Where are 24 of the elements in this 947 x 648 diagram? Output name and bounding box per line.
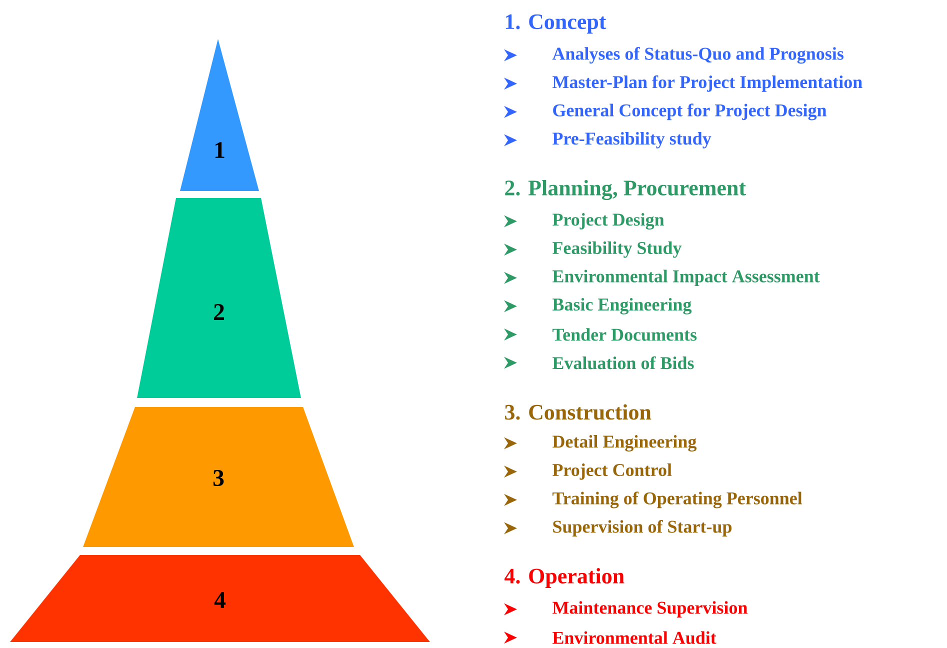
- list-item: Maintenance Supervision: [552, 601, 748, 618]
- list-item: Detail Engineering: [552, 435, 697, 452]
- section-heading: 4. Operation: [504, 568, 624, 588]
- list-item: Feasibility Study: [552, 241, 682, 258]
- list-item: Environmental Audit: [552, 631, 716, 644]
- pyramid-segment: 1: [180, 39, 259, 191]
- list-item: Project Design: [552, 213, 664, 230]
- list-item: Supervision of Start-up: [553, 520, 732, 536]
- pyramid-segment: 2: [137, 198, 301, 398]
- list-item: Training of Operating Personnel: [552, 492, 802, 508]
- list-item: Master-Plan for Project Implementation: [552, 75, 862, 92]
- pyramid-segment: 4: [10, 555, 430, 642]
- list-item: Pre-Feasibility study: [552, 132, 712, 148]
- list-item: Tender Documents: [552, 328, 697, 341]
- section-heading: 3. Construction: [505, 404, 652, 420]
- list-item: Project Control: [552, 463, 672, 480]
- list-item: Analyses of Status-Quo and Prognosis: [552, 46, 844, 64]
- section-heading: 2. Planning, Procurement: [505, 180, 746, 200]
- list-item: Basic Engineering: [552, 298, 692, 314]
- list-item: General Concept for Project Design: [553, 104, 827, 120]
- list-item: Evaluation of Bids: [552, 356, 694, 370]
- section-heading: 1. Concept: [506, 14, 606, 34]
- pyramid-segment: 3: [83, 407, 354, 547]
- list-item: Environmental Impact Assessment: [552, 270, 820, 286]
